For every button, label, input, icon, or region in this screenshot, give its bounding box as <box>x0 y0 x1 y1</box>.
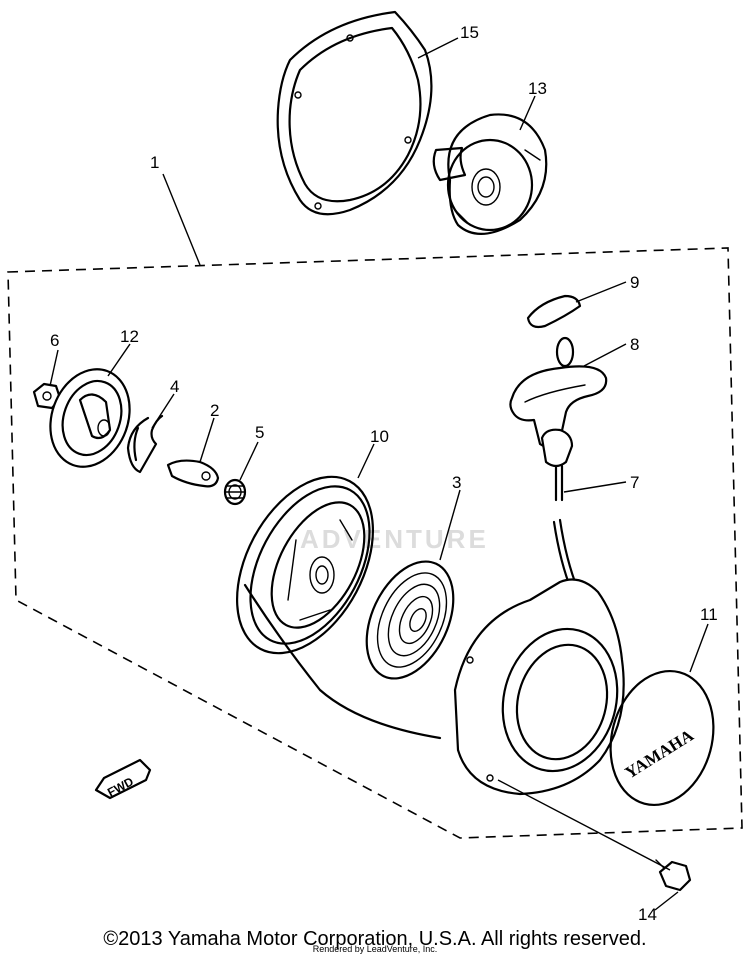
part-4-spring-clip <box>126 414 164 474</box>
assembly-boundary <box>7 247 743 839</box>
callout-12: 12 <box>120 327 139 346</box>
part-9-cap <box>526 294 582 329</box>
callouts: 1 2 3 4 5 6 7 8 9 10 11 12 13 14 15 <box>50 23 718 924</box>
callout-4: 4 <box>170 377 179 396</box>
callout-9: 9 <box>630 273 639 292</box>
callout-14: 14 <box>638 905 657 924</box>
part-2-pawl <box>166 459 220 488</box>
callout-10: 10 <box>370 427 389 446</box>
part-5-spring <box>223 478 247 506</box>
part-15-gasket <box>276 10 433 216</box>
callout-15: 15 <box>460 23 479 42</box>
watermark: ADVENTURE <box>300 524 489 554</box>
part-13-drive-cup <box>432 113 548 235</box>
callout-2: 2 <box>210 401 219 420</box>
rendered-by-notice: Rendered by LeadVenture, Inc. <box>312 944 438 954</box>
part-8-handle <box>509 336 608 468</box>
callout-6: 6 <box>50 331 59 350</box>
part-3-recoil-spring <box>365 560 455 680</box>
part-10-sheave-drum <box>235 475 375 655</box>
callout-13: 13 <box>528 79 547 98</box>
part-14-bolt <box>655 859 692 892</box>
copyright-notice: ©2013 Yamaha Motor Corporation, U.S.A. A… <box>103 928 647 950</box>
callout-3: 3 <box>452 473 461 492</box>
callout-1: 1 <box>150 153 159 172</box>
watermark-text: ADVENTURE <box>300 524 489 554</box>
emblem-brand-text: YAMAHA <box>622 725 698 782</box>
callout-8: 8 <box>630 335 639 354</box>
callout-7: 7 <box>630 473 639 492</box>
callout-5: 5 <box>255 423 264 442</box>
leader-lines <box>49 37 709 911</box>
callout-11: 11 <box>700 605 718 624</box>
fwd-arrow: FWD <box>94 758 152 800</box>
part-12-plate <box>49 368 131 468</box>
part-1-starter-case <box>453 578 625 796</box>
